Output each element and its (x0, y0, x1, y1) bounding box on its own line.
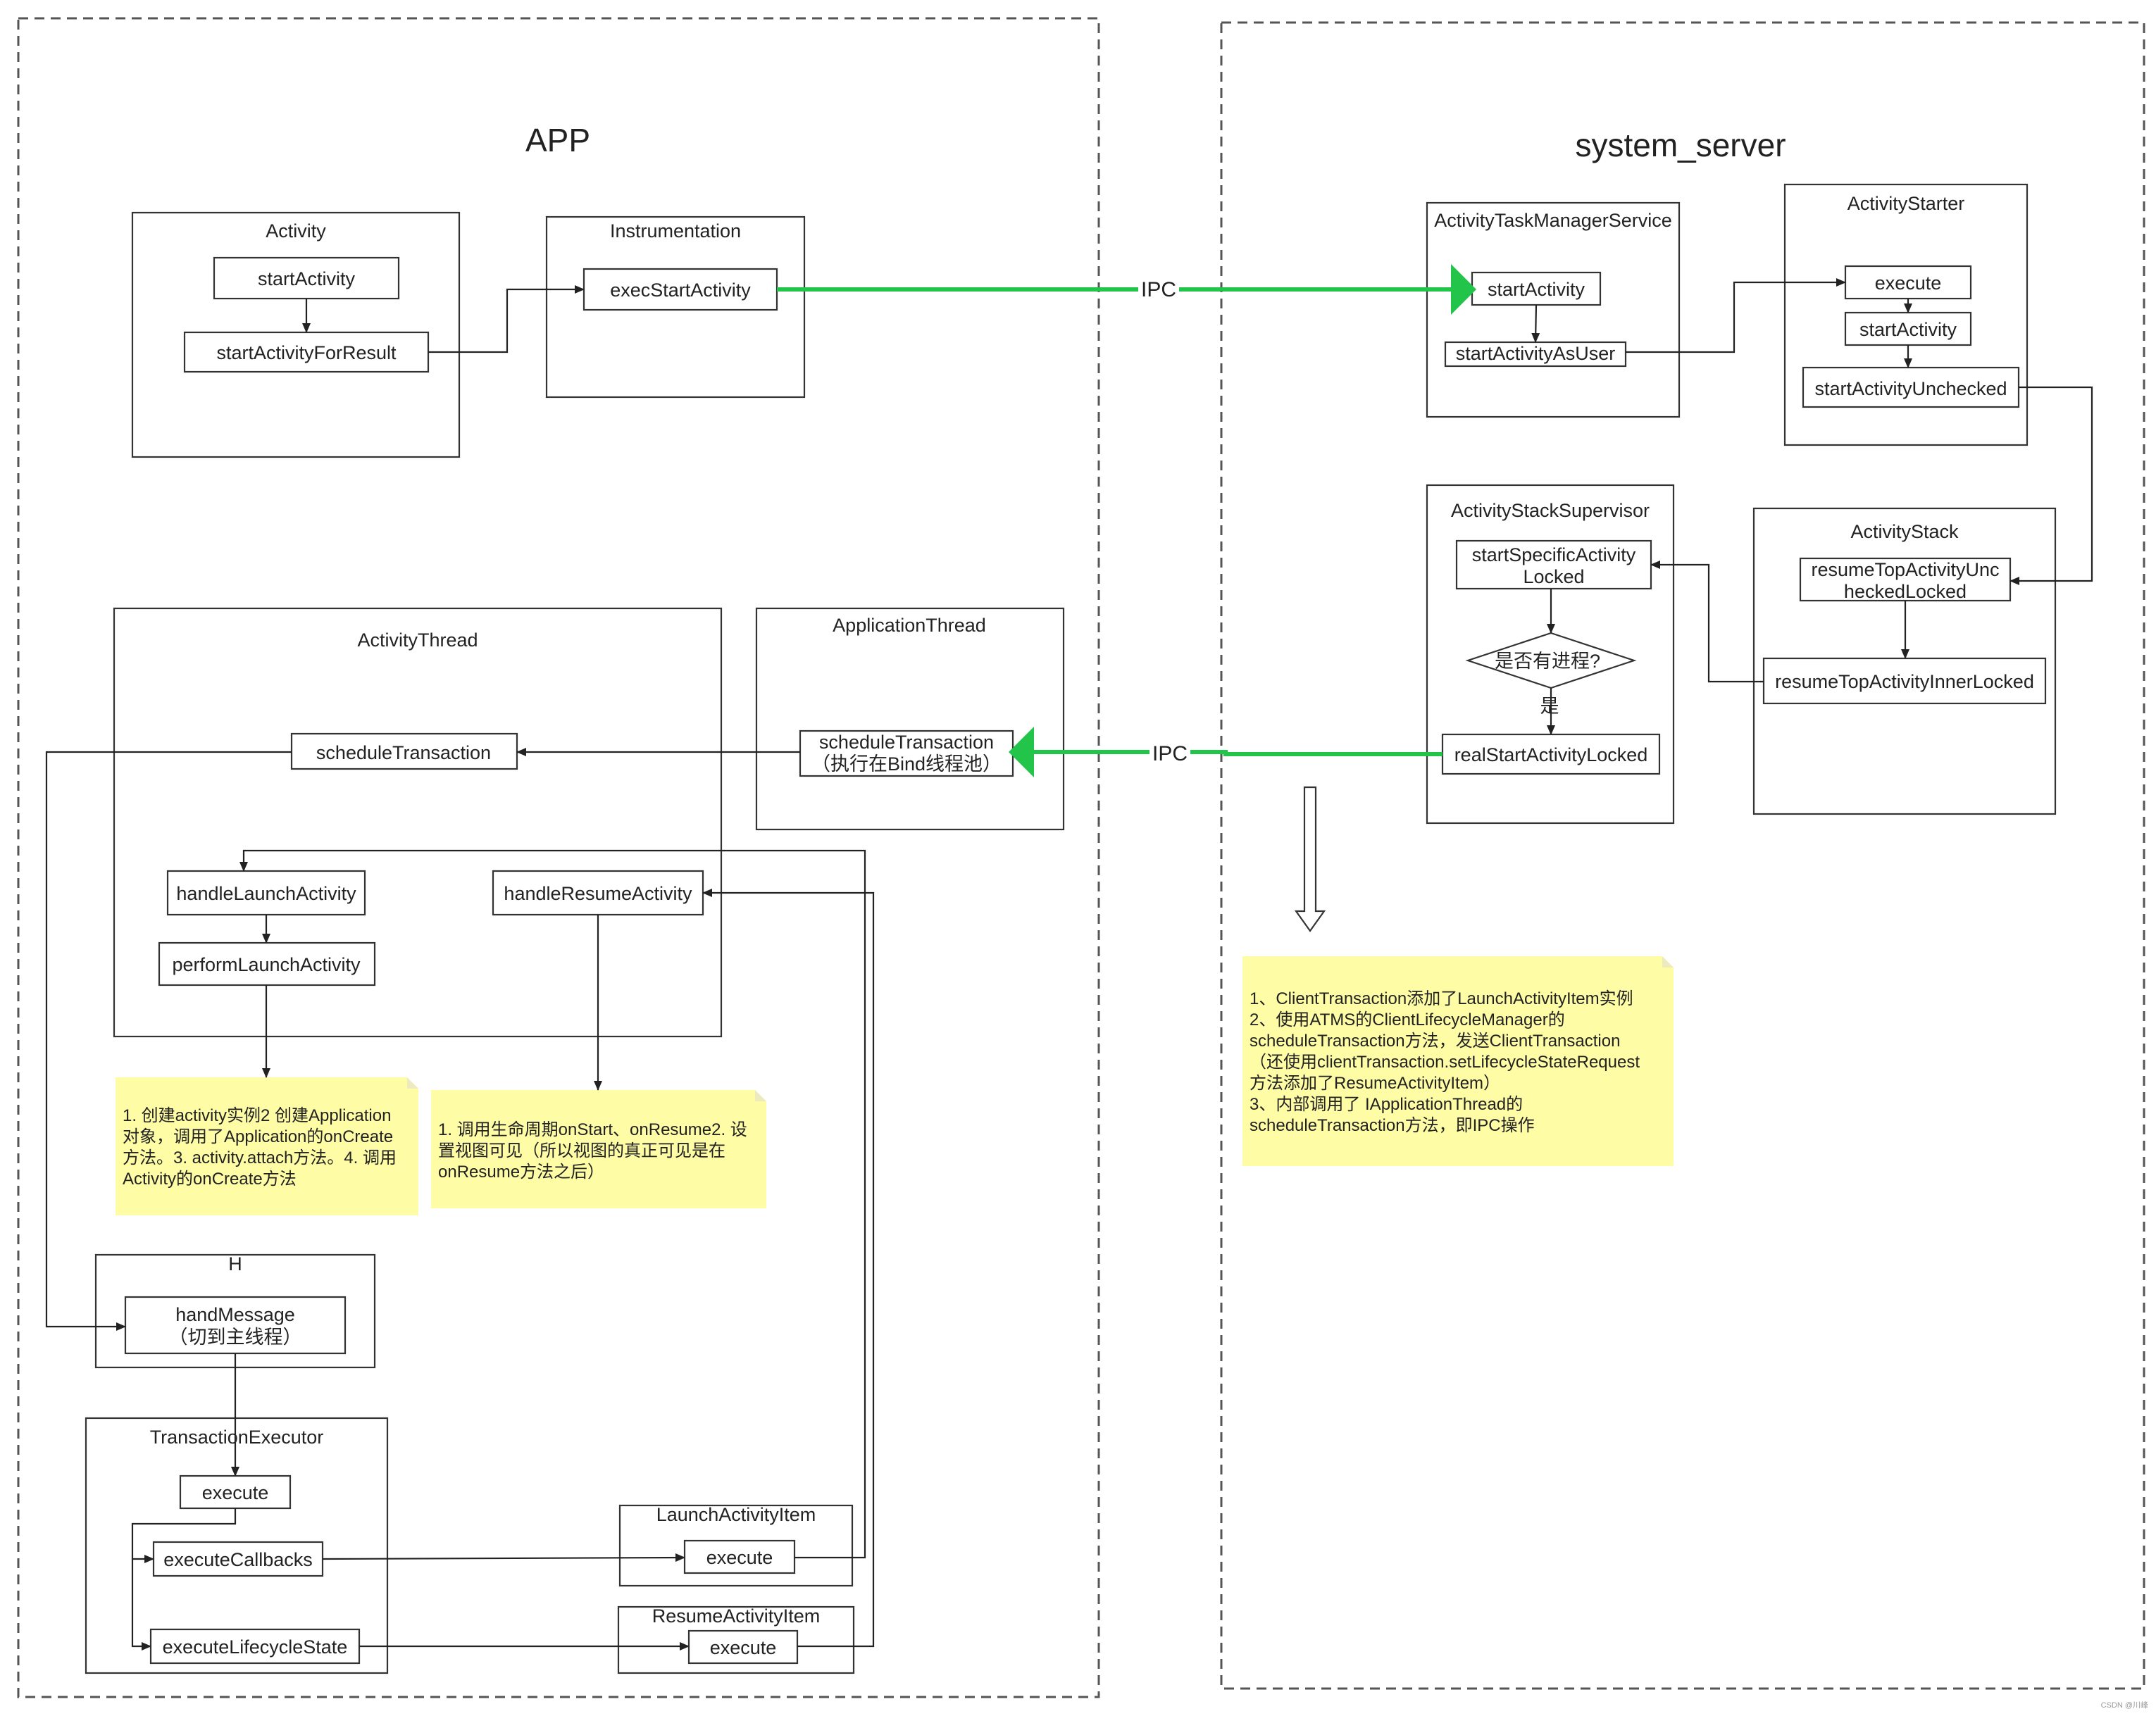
system-note-line2: 2、使用ATMS的ClientLifecycleManager的 (1250, 1010, 1565, 1029)
system-note-line5: 方法添加了ResumeActivityItem） (1250, 1074, 1500, 1093)
resume-top-inner-node (1762, 657, 2047, 705)
launch-item-execute-label: execute (706, 1547, 773, 1568)
hollow-down-arrow (1294, 786, 1326, 932)
app-thread-schedule-transaction-node (799, 729, 1014, 777)
real-start-activity-label: realStartActivityLocked (1454, 744, 1648, 765)
start-activity-as-user-label: startActivityAsUser (1456, 343, 1616, 364)
edge-as-user-to-starter-execute (1626, 278, 1846, 353)
handle-resume-activity-node (492, 870, 704, 916)
activity-starter-group-title: ActivityStarter (1847, 193, 1965, 214)
edge-for-result-to-exec (428, 285, 585, 353)
thread-schedule-transaction-label: scheduleTransaction (316, 742, 491, 763)
has-process-label: 是否有进程? (1495, 651, 1600, 672)
activity-stack-group-title: ActivityStack (1850, 521, 1959, 542)
system-note-line4: （还使用clientTransaction.setLifecycleStateR… (1250, 1053, 1640, 1072)
start-activity-unchecked-label: startActivityUnchecked (1814, 378, 2007, 399)
executor-execute-label: execute (202, 1482, 269, 1503)
handle-launch-activity-label: handleLaunchActivity (176, 883, 356, 904)
system-server-zone (1220, 21, 2145, 1690)
resume-top-inner-label: resumeTopActivityInnerLocked (1775, 671, 2034, 692)
edge-executor-to-lifecycle (131, 1559, 151, 1651)
app-zone-title: APP (525, 122, 590, 158)
handle-resume-activity-label: handleResumeActivity (504, 883, 692, 904)
exec-start-activity-label: execStartActivity (610, 280, 751, 301)
resume-note-line3: onResume方法之后） (438, 1163, 604, 1182)
edge-unchecked-to-resume-top (2009, 386, 2093, 585)
start-activity-for-result-node (183, 331, 430, 373)
launch-note-line4: Activity的onCreate方法 (123, 1170, 297, 1189)
transaction-executor-group-title: TransactionExecutor (150, 1427, 324, 1448)
edge-resume-item-to-handle-resume (702, 889, 875, 1648)
launch-note-line2: 对象，调用了Application的onCreate (123, 1127, 393, 1146)
edge-launch-item-to-handle-launch (239, 849, 866, 1559)
start-specific-activity-label-line1: startSpecificActivity (1472, 544, 1636, 565)
yes-branch-label: 是 (1540, 696, 1559, 717)
start-activity-as-user-node (1444, 341, 1627, 368)
activity-group-title: Activity (266, 220, 326, 242)
system-note-line6: 3、内部调用了 IApplicationThread的 (1250, 1095, 1523, 1114)
resume-note: 1. 调用生命周期onStart、onResume2. 设 置视图可见（所以视图… (431, 1090, 766, 1208)
ipc-outbound-label-bg (1138, 275, 1179, 303)
app-thread-schedule-transaction-label-line2: （执行在Bind线程池） (811, 753, 1002, 775)
activity-stack-supervisor-group-title: ActivityStackSupervisor (1451, 500, 1650, 521)
start-activity-label: startActivity (258, 268, 356, 289)
launch-note: 1. 创建activity实例2 创建Application 对象，调用了App… (116, 1077, 418, 1215)
start-specific-activity-label-line2: Locked (1523, 566, 1584, 587)
app-zone (17, 17, 1100, 1698)
resume-top-unchecked-label-line1: resumeTopActivityUnc (1811, 559, 1999, 580)
starter-execute-label: execute (1875, 273, 1942, 294)
perform-launch-activity-node (158, 941, 376, 987)
system-note-line3: scheduleTransaction方法，发送ClientTransactio… (1250, 1032, 1620, 1051)
ipc-inbound-label-bg (1149, 738, 1190, 766)
hand-message-label-line2: （切到主线程） (169, 1327, 302, 1348)
start-activity-unchecked-node (1802, 366, 2020, 408)
launch-note-line3: 方法。3. activity.attach方法。4. 调用 (123, 1148, 397, 1167)
start-activity-node (213, 256, 400, 300)
launch-activity-item-group-title: LaunchActivityItem (656, 1504, 816, 1525)
instrumentation-group-title: Instrumentation (610, 220, 741, 242)
system-server-zone-title: system_server (1575, 127, 1786, 163)
resume-item-execute-node (687, 1629, 799, 1665)
edge-inner-to-start-specific (1650, 560, 1764, 683)
ipc-inbound-line (1009, 727, 1442, 777)
edge-executor-to-callbacks (131, 1508, 237, 1563)
system-note-line7: scheduleTransaction方法，即IPC操作 (1250, 1116, 1535, 1135)
launch-note-line1: 1. 创建activity实例2 创建Application (123, 1106, 391, 1125)
atms-group (1426, 201, 1681, 418)
resume-top-unchecked-label-line2: heckedLocked (1844, 581, 1967, 602)
thread-schedule-transaction-node (290, 732, 518, 770)
execute-callbacks-node (152, 1541, 324, 1577)
execute-callbacks-label: executeCallbacks (163, 1549, 313, 1570)
system-note: 1、ClientTransaction添加了LaunchActivityItem… (1242, 956, 1674, 1166)
app-thread-schedule-transaction-label-line1: scheduleTransaction (819, 732, 994, 753)
resume-activity-item-group-title: ResumeActivityItem (652, 1605, 821, 1627)
system-note-line1: 1、ClientTransaction添加了LaunchActivityItem… (1250, 989, 1633, 1008)
ipc-inbound-label: IPC (1152, 742, 1188, 765)
resume-top-unchecked-node (1799, 557, 2012, 602)
atms-start-activity-node (1471, 271, 1602, 306)
edge-atms-start-to-as-user (1531, 304, 1540, 343)
perform-launch-activity-label: performLaunchActivity (172, 954, 361, 975)
edge-callbacks-to-launch-item (322, 1553, 685, 1562)
hand-message-label-line1: handMessage (175, 1304, 295, 1325)
execute-lifecycle-state-label: executeLifecycleState (163, 1636, 348, 1658)
atms-group-title: ActivityTaskManagerService (1434, 210, 1672, 231)
start-activity-for-result-label: startActivityForResult (216, 342, 397, 363)
watermark: CSDN @川峰 (2101, 1701, 2148, 1710)
resume-item-execute-label: execute (710, 1637, 777, 1658)
activity-thread-group-title: ActivityThread (357, 630, 478, 651)
edge-thread-schedule-to-hand-message (45, 751, 292, 1331)
atms-start-activity-label: startActivity (1488, 279, 1585, 300)
application-thread-group (755, 607, 1065, 831)
resume-note-line1: 1. 调用生命周期onStart、onResume2. 设 (438, 1120, 747, 1139)
ipc-outbound-label: IPC (1141, 278, 1176, 301)
h-group-title: H (228, 1253, 242, 1275)
handle-launch-activity-node (166, 870, 366, 916)
resume-note-line2: 置视图可见（所以视图的真正可见是在 (438, 1141, 725, 1160)
application-thread-group-title: ApplicationThread (833, 615, 986, 636)
starter-start-activity-label: startActivity (1859, 319, 1957, 340)
